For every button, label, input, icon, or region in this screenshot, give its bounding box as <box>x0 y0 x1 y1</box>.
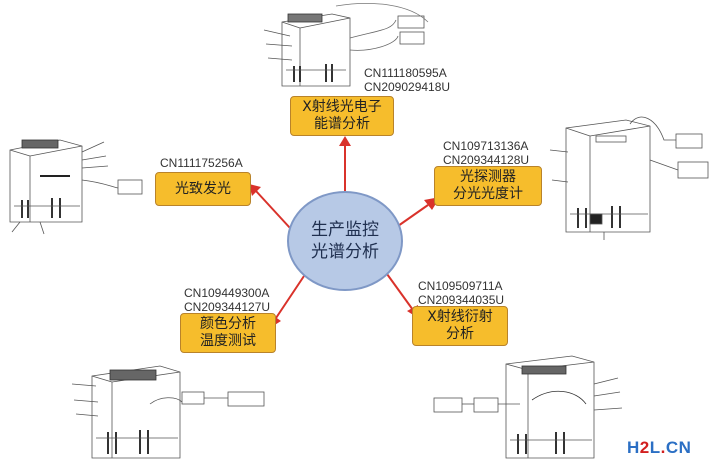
arrow-to-photoluminescence <box>255 190 291 229</box>
right-apparatus-drawing <box>549 116 709 240</box>
bottom-left-apparatus-drawing <box>71 365 265 459</box>
left-apparatus-drawing <box>9 139 143 235</box>
patent-numbers-photoluminescence: CN111175256A <box>160 156 243 170</box>
arrow-to-color-temp <box>275 275 305 319</box>
node-xray-pes: X射线光电子 能谱分析 <box>290 96 394 136</box>
patent-numbers-color-temp: CN109449300A CN209344127U <box>184 286 271 314</box>
patent-numbers-xray-pes: CN111180595A CN209029418U <box>364 66 451 94</box>
node-xray-diffraction: X射线衍射 分析 <box>412 306 508 346</box>
node-color-temp: 颜色分析 温度测试 <box>180 313 276 353</box>
arrow-to-xray-diffraction <box>386 273 414 311</box>
top-apparatus-drawing <box>263 3 429 87</box>
node-photodetector: 光探测器 分光光度计 <box>434 166 542 206</box>
arrow-to-photodetector <box>397 204 429 227</box>
patent-numbers-photodetector: CN109713136A CN209344128U <box>443 139 530 167</box>
watermark-logo: H2L.CN <box>627 438 692 457</box>
bottom-right-apparatus-drawing <box>433 355 623 459</box>
node-photoluminescence: 光致发光 <box>155 172 251 206</box>
patent-numbers-xray-diffraction: CN109509711A CN209344035U <box>418 279 505 307</box>
center-node: 生产监控 光谱分析 <box>287 191 403 291</box>
